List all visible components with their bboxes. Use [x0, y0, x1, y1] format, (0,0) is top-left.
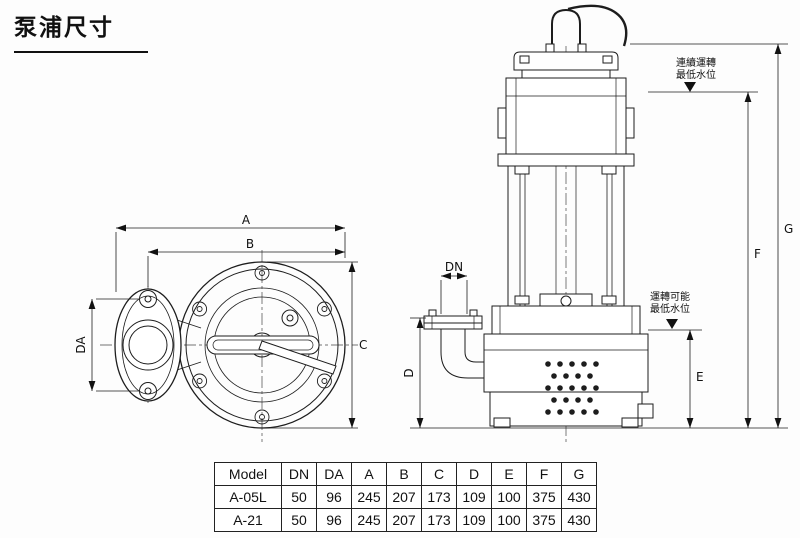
- table-row: A-21 50 96 245 207 173 109 100 375 430: [214, 508, 597, 532]
- table-header-row: Model DN DA A B C D E F G: [214, 462, 597, 486]
- top-view-drawing: A B C DA: [74, 213, 367, 442]
- table-row: A-05L 50 96 245 207 173 109 100 375 430: [214, 485, 597, 509]
- col-header-da: DA: [316, 462, 352, 486]
- dim-label-a: A: [242, 213, 251, 227]
- cell-dn: 50: [281, 508, 317, 532]
- cell-f: 375: [526, 485, 562, 509]
- side-view-drawing: 連續運轉 最低水位 運轉可能 最低水位: [402, 4, 793, 442]
- col-header-dn: DN: [281, 462, 317, 486]
- cell-model: A-21: [214, 508, 282, 532]
- cell-c: 173: [421, 508, 457, 532]
- rim-bolts: [192, 265, 332, 425]
- operable-level-marker-icon: [666, 319, 678, 329]
- side-view-dimensions: [410, 43, 788, 429]
- cell-e: 100: [491, 508, 527, 532]
- cell-da: 96: [316, 508, 352, 532]
- discharge-assembly: [423, 309, 484, 379]
- cell-f: 375: [526, 508, 562, 532]
- col-header-c: C: [421, 462, 457, 486]
- dim-label-da: DA: [74, 336, 88, 354]
- col-header-model: Model: [214, 462, 282, 486]
- cell-g: 430: [561, 485, 597, 509]
- dim-label-c: C: [359, 338, 367, 352]
- cell-b: 207: [386, 508, 422, 532]
- operable-level-text-2: 最低水位: [650, 302, 690, 315]
- dim-label-dn: DN: [445, 260, 463, 274]
- handle-details: [206, 309, 337, 375]
- strainer-holes: [545, 361, 599, 415]
- continuous-level-marker-icon: [684, 82, 696, 92]
- cell-g: 430: [561, 508, 597, 532]
- bracket-section: [507, 165, 625, 309]
- col-header-g: G: [561, 462, 597, 486]
- cell-b: 207: [386, 485, 422, 509]
- col-header-b: B: [386, 462, 422, 486]
- cell-d: 109: [456, 508, 492, 532]
- suction-flange: [114, 288, 202, 402]
- continuous-level-text-1: 連續運轉: [676, 56, 716, 69]
- pump-casing: [483, 305, 654, 428]
- dim-label-d: D: [402, 368, 416, 377]
- cell-c: 173: [421, 485, 457, 509]
- top-view-dimensions: [88, 224, 358, 429]
- water-level-annotations: 連續運轉 最低水位 運轉可能 最低水位: [650, 56, 716, 329]
- title-block: 泵浦尺寸: [14, 8, 148, 53]
- pump-technical-drawing: A B C DA: [74, 4, 793, 442]
- col-header-e: E: [491, 462, 527, 486]
- cell-a: 245: [351, 508, 387, 532]
- cell-dn: 50: [281, 485, 317, 509]
- col-header-a: A: [351, 462, 387, 486]
- cell-da: 96: [316, 485, 352, 509]
- cell-a: 245: [351, 485, 387, 509]
- continuous-level-text-2: 最低水位: [676, 68, 716, 81]
- col-header-d: D: [456, 462, 492, 486]
- cable-and-hook: [545, 4, 628, 54]
- dim-label-e: E: [696, 370, 704, 384]
- cell-d: 109: [456, 485, 492, 509]
- page-title: 泵浦尺寸: [14, 8, 148, 53]
- dim-label-b: B: [246, 237, 254, 251]
- dim-label-f: F: [754, 247, 761, 261]
- cell-e: 100: [491, 485, 527, 509]
- cell-model: A-05L: [214, 485, 282, 509]
- col-header-f: F: [526, 462, 562, 486]
- motor-body: [497, 51, 635, 167]
- operable-level-text-1: 運轉可能: [650, 290, 690, 303]
- dimension-table: Model DN DA A B C D E F G A-05L 50 96 24…: [214, 462, 597, 532]
- dim-label-g: G: [784, 222, 793, 236]
